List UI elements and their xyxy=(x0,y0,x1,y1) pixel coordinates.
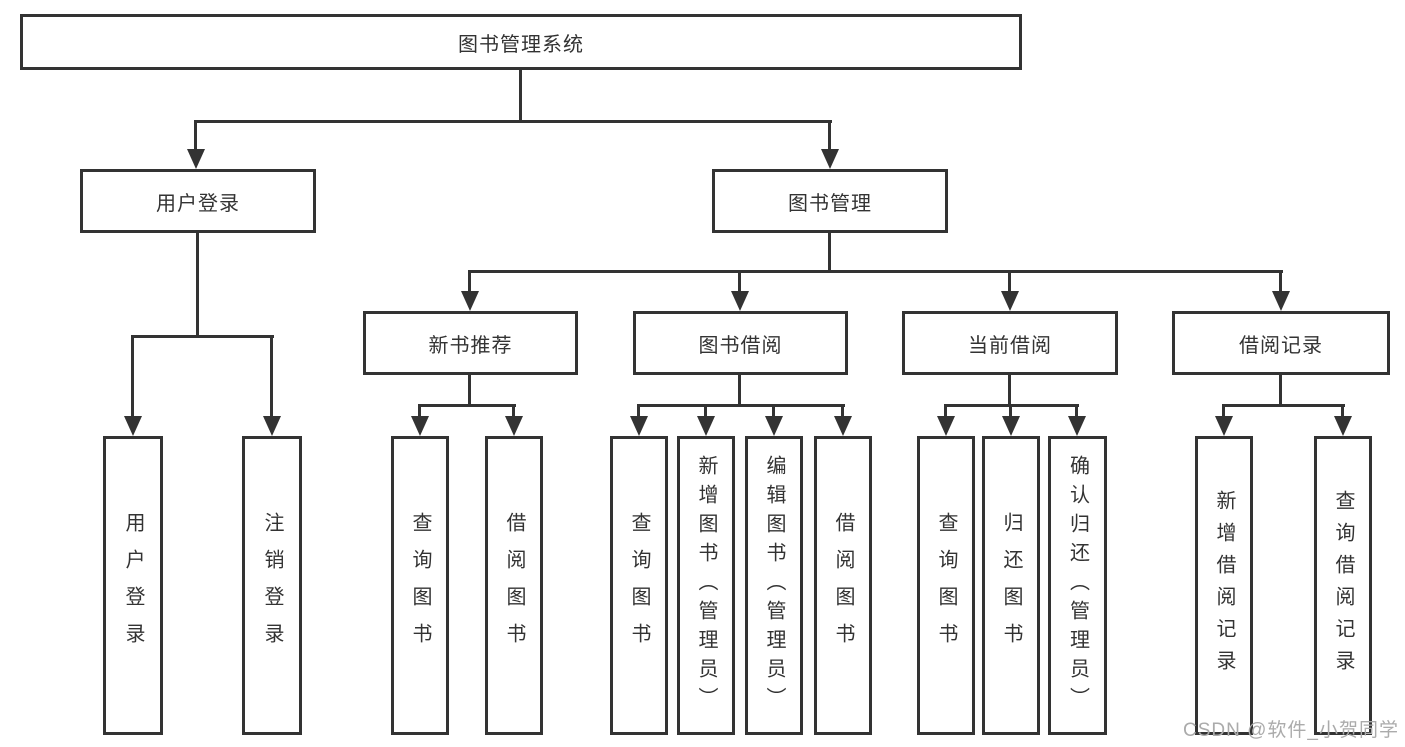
connector-line xyxy=(828,120,831,152)
connector-line xyxy=(1008,375,1011,406)
connector-line xyxy=(841,404,844,418)
connector-line xyxy=(738,375,741,406)
leaf-label: 新增图书（管理员） xyxy=(695,455,717,716)
node-label: 图书借阅 xyxy=(698,334,783,357)
leaf-add-borrow-record: 新增借阅记录 xyxy=(1195,436,1253,735)
connector-line xyxy=(1222,404,1225,418)
connector-line xyxy=(468,270,471,293)
leaf-label: 借阅图书 xyxy=(503,511,525,660)
leaf-edit-books-admin: 编辑图书（管理员） xyxy=(745,436,803,735)
leaf-label: 用户登录 xyxy=(122,511,144,660)
leaf-logout: 注销登录 xyxy=(242,436,302,735)
node-label: 当前借阅 xyxy=(968,334,1052,357)
csdn-watermark: CSDN @软件_小贺同学 xyxy=(1183,720,1399,741)
leaf-query-books: 查询图书 xyxy=(391,436,449,735)
arrow-down-icon xyxy=(1001,291,1019,311)
leaf-query-books: 查询图书 xyxy=(917,436,975,735)
connector-line xyxy=(418,404,516,407)
arrow-down-icon xyxy=(821,149,839,169)
node-library-management-system: 图书管理系统 xyxy=(20,14,1022,70)
node-label: 借阅记录 xyxy=(1239,334,1323,357)
arrow-down-icon xyxy=(505,416,523,436)
arrow-down-icon xyxy=(1002,416,1020,436)
connector-line xyxy=(195,120,832,123)
connector-line xyxy=(270,335,273,418)
leaf-label: 确认归还（管理员） xyxy=(1066,455,1089,716)
arrow-down-icon xyxy=(1068,416,1086,436)
leaf-add-books-admin: 新增图书（管理员） xyxy=(677,436,735,735)
connector-line xyxy=(1279,270,1282,293)
connector-line xyxy=(194,120,197,152)
arrow-down-icon xyxy=(1272,291,1290,311)
leaf-confirm-return-admin: 确认归还（管理员） xyxy=(1048,436,1107,735)
connector-line xyxy=(519,70,522,122)
leaf-label: 查询图书 xyxy=(628,511,650,660)
leaf-label: 编辑图书（管理员） xyxy=(763,455,785,716)
leaf-label: 借阅图书 xyxy=(832,511,854,660)
connector-line xyxy=(1222,404,1345,407)
connector-line xyxy=(418,404,421,418)
node-label: 用户登录 xyxy=(156,192,240,215)
connector-line xyxy=(637,404,845,407)
connector-line xyxy=(512,404,515,418)
leaf-borrow-books: 借阅图书 xyxy=(485,436,543,735)
arrow-down-icon xyxy=(765,416,783,436)
connector-line xyxy=(704,404,707,418)
arrow-down-icon xyxy=(461,291,479,311)
node-current-borrow: 当前借阅 xyxy=(902,311,1118,375)
arrow-down-icon xyxy=(697,416,715,436)
arrow-down-icon xyxy=(630,416,648,436)
connector-line xyxy=(1075,404,1078,418)
connector-line xyxy=(131,335,134,418)
arrow-down-icon xyxy=(187,149,205,169)
connector-line xyxy=(772,404,775,418)
leaf-query-books: 查询图书 xyxy=(610,436,668,735)
connector-line xyxy=(944,404,947,418)
connector-line xyxy=(468,375,471,406)
leaf-query-borrow-record: 查询借阅记录 xyxy=(1314,436,1372,735)
connector-line xyxy=(131,335,274,338)
arrow-down-icon xyxy=(124,416,142,436)
leaf-label: 查询图书 xyxy=(409,511,431,660)
connector-line xyxy=(468,270,1283,273)
node-book-management: 图书管理 xyxy=(712,169,948,233)
arrow-down-icon xyxy=(263,416,281,436)
connector-line xyxy=(1009,404,1012,418)
node-label: 图书管理 xyxy=(788,192,872,215)
leaf-label: 新增借阅记录 xyxy=(1213,489,1235,682)
leaf-borrow-books: 借阅图书 xyxy=(814,436,872,735)
node-new-book-recommend: 新书推荐 xyxy=(363,311,578,375)
node-borrow-record: 借阅记录 xyxy=(1172,311,1390,375)
connector-line xyxy=(1341,404,1344,418)
node-label: 图书管理系统 xyxy=(458,33,584,56)
arrow-down-icon xyxy=(834,416,852,436)
leaf-return-books: 归还图书 xyxy=(982,436,1040,735)
leaf-label: 查询借阅记录 xyxy=(1332,489,1354,682)
node-label: 新书推荐 xyxy=(428,334,513,357)
leaf-label: 注销登录 xyxy=(261,511,283,660)
connector-line xyxy=(828,233,831,272)
arrow-down-icon xyxy=(411,416,429,436)
node-user-login: 用户登录 xyxy=(80,169,316,233)
arrow-down-icon xyxy=(937,416,955,436)
leaf-label: 归还图书 xyxy=(1000,511,1022,660)
connector-line xyxy=(1279,375,1282,406)
connector-line xyxy=(738,270,741,293)
arrow-down-icon xyxy=(1215,416,1233,436)
connector-line xyxy=(196,233,199,337)
node-book-borrow: 图书借阅 xyxy=(633,311,848,375)
leaf-user-login: 用户登录 xyxy=(103,436,163,735)
arrow-down-icon xyxy=(1334,416,1352,436)
arrow-down-icon xyxy=(731,291,749,311)
connector-line xyxy=(1008,270,1011,293)
leaf-label: 查询图书 xyxy=(935,511,957,660)
connector-line xyxy=(637,404,640,418)
